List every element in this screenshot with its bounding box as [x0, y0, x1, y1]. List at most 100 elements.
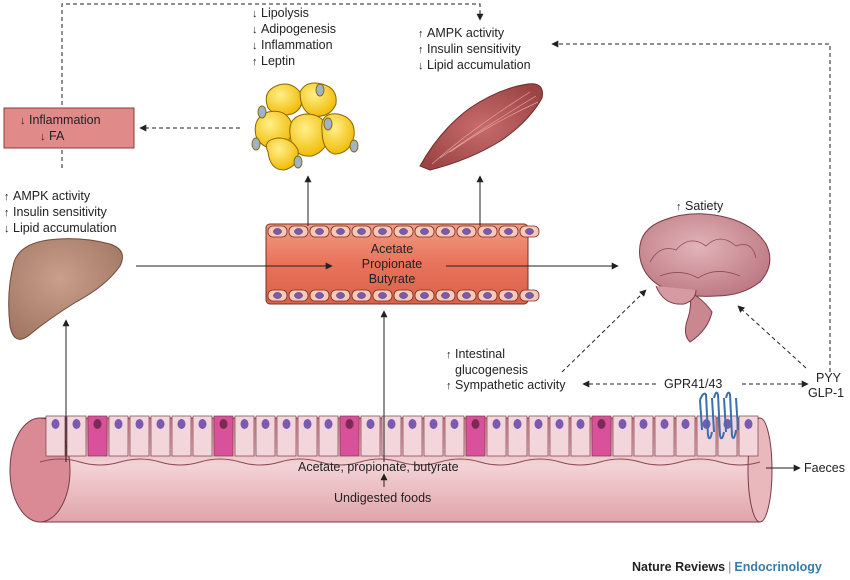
endothelial-nucleus — [399, 292, 408, 299]
blood-vessel — [265, 223, 540, 305]
epithelial-cell — [402, 415, 423, 457]
epithelial-nucleus — [198, 419, 207, 429]
muscle-text-1: AMPK activity — [427, 26, 505, 40]
epithelial-nucleus — [576, 419, 585, 429]
epithelial-nucleus — [534, 419, 543, 429]
epithelial-nucleus — [72, 419, 81, 429]
box-arrow-1: ↓ — [20, 115, 26, 127]
endothelial-nucleus — [462, 292, 471, 299]
endothelial-nucleus — [315, 228, 324, 235]
endothelial-nucleus — [483, 292, 492, 299]
endothelial-nucleus — [420, 228, 429, 235]
epithelial-nucleus — [660, 419, 669, 429]
epithelial-cell — [297, 415, 318, 457]
endothelial-nucleus — [378, 228, 387, 235]
muscle-text-2: Insulin sensitivity — [427, 42, 521, 56]
endothelial-nucleus — [357, 292, 366, 299]
gut-tube — [9, 415, 773, 523]
box-line-2: ↓FA — [20, 129, 101, 145]
epithelial-cell — [360, 415, 381, 457]
dashed-connectors — [61, 3, 831, 388]
goblet-cell — [591, 415, 612, 457]
epithelial-nucleus — [639, 419, 648, 429]
box-text-1: Inflammation — [29, 113, 101, 127]
gut-epithelium — [45, 415, 759, 457]
dashed-top-loop — [61, 3, 484, 168]
box-arrow-2: ↓ — [40, 131, 46, 143]
epithelial-cell — [171, 415, 192, 457]
liver-effects: ↑AMPK activity ↑Insulin sensitivity ↓Lip… — [4, 189, 117, 237]
endothelial-nucleus — [483, 228, 492, 235]
epithelial-cell — [192, 415, 213, 457]
muscle-icon — [419, 83, 543, 171]
adipose-text-3: Inflammation — [261, 38, 333, 52]
epithelial-nucleus — [492, 419, 501, 429]
intestinal-arrow-1: ↑ — [446, 349, 452, 361]
liver-arrow-3: ↓ — [4, 223, 10, 235]
epithelial-cell — [381, 415, 402, 457]
adipose-text-2: Adipogenesis — [261, 22, 337, 36]
hormone-labels: PYY GLP-1 — [808, 371, 844, 401]
solid-arrows — [62, 175, 801, 487]
liver-line-1: ↑AMPK activity — [4, 189, 117, 205]
epithelial-nucleus — [261, 419, 270, 429]
epithelial-nucleus — [282, 419, 291, 429]
endothelial-nucleus — [336, 292, 345, 299]
epithelial-nucleus — [513, 419, 522, 429]
credit-separator: | — [728, 560, 732, 574]
epithelial-cell — [66, 415, 87, 457]
epithelial-nucleus — [597, 419, 606, 429]
epithelial-nucleus — [93, 419, 102, 429]
adipose-effects: ↓Lipolysis ↓Adipogenesis ↓Inflammation ↑… — [252, 6, 336, 70]
epithelial-nucleus — [177, 419, 186, 429]
intestinal-arrow-3: ↑ — [446, 380, 452, 392]
endothelial-nucleus — [441, 292, 450, 299]
epithelial-nucleus — [366, 419, 375, 429]
endothelial-nucleus — [294, 228, 303, 235]
epithelial-cell — [234, 415, 255, 457]
epithelial-cell — [738, 415, 759, 457]
endothelial-nucleus — [294, 292, 303, 299]
endothelial-nucleus — [525, 292, 534, 299]
epithelial-nucleus — [219, 419, 228, 429]
adipose-arrow-3: ↓ — [252, 40, 258, 52]
adipose-arrow-4: ↑ — [252, 56, 258, 68]
goblet-cell — [213, 415, 234, 457]
intestinal-text-1: Intestinal — [455, 347, 506, 361]
liver-text-3: Lipid accumulation — [13, 221, 117, 235]
receptor-label: GPR41/43 — [664, 377, 723, 391]
epithelial-cell — [528, 415, 549, 457]
liver-line-3: ↓Lipid accumulation — [4, 221, 117, 237]
box-effects: ↓Inflammation ↓FA — [20, 113, 101, 145]
adipose-line-1: ↓Lipolysis — [252, 6, 336, 22]
epithelial-nucleus — [156, 419, 165, 429]
undigested-foods-label: Undigested foods — [334, 491, 432, 505]
epithelial-cell — [633, 415, 654, 457]
endothelial-nucleus — [399, 228, 408, 235]
dashed-hormone-to-muscle — [551, 40, 831, 372]
muscle-arrow-1: ↑ — [418, 28, 424, 40]
goblet-cell — [339, 415, 360, 457]
liver-text-1: AMPK activity — [13, 189, 91, 203]
epithelial-nucleus — [345, 419, 354, 429]
endothelial-nucleus — [462, 228, 471, 235]
goblet-cell — [87, 415, 108, 457]
liver-arrow-2: ↑ — [4, 207, 10, 219]
endothelial-nucleus — [273, 292, 282, 299]
brain-icon — [639, 213, 771, 343]
brain-arrow: ↑ — [676, 201, 682, 213]
intestinal-effects: ↑Intestinal glucogenesis ↑Sympathetic ac… — [446, 347, 565, 394]
endothelial-nucleus — [357, 228, 366, 235]
epithelial-cell — [675, 415, 696, 457]
epithelial-nucleus — [324, 419, 333, 429]
endothelial-nucleus — [315, 292, 324, 299]
epithelial-cell — [129, 415, 150, 457]
epithelial-cell — [486, 415, 507, 457]
box-text-2: FA — [49, 129, 65, 143]
epithelial-nucleus — [471, 419, 480, 429]
epithelial-cell — [150, 415, 171, 457]
endothelial-nucleus — [525, 228, 534, 235]
endothelial-nucleus — [336, 228, 345, 235]
faeces-label: Faeces — [804, 461, 845, 475]
endothelial-nucleus — [273, 228, 282, 235]
